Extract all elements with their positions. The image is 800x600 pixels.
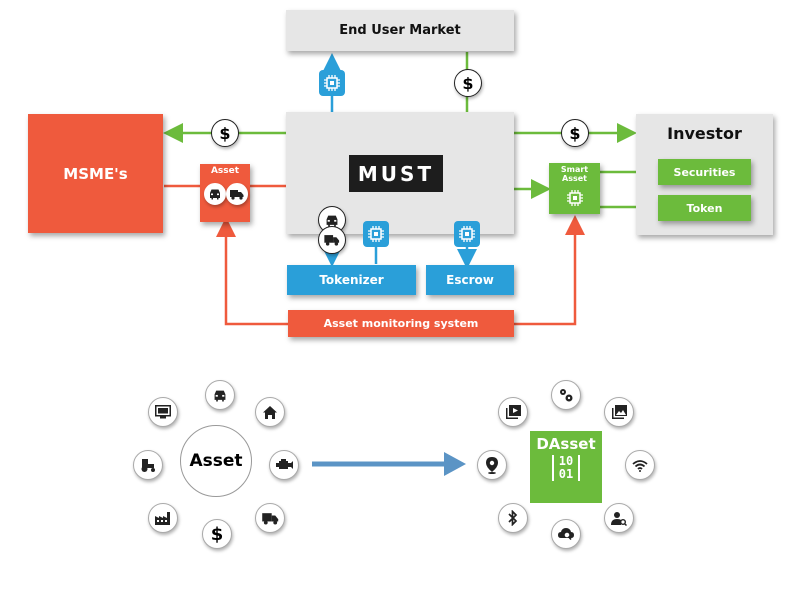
dollar-icon: $ <box>561 119 589 147</box>
must-logo: MUST <box>349 155 443 192</box>
asset-box-label: Asset <box>210 166 240 176</box>
cloud-search-icon <box>551 519 581 549</box>
escrow-label: Escrow <box>446 273 494 287</box>
location-icon <box>477 450 507 480</box>
binary-icon: 10 01 <box>551 454 581 481</box>
home-icon <box>255 397 285 427</box>
binary-line-1: 10 <box>558 454 574 468</box>
asset-ring-dollar-label: $ <box>210 523 224 545</box>
smart-asset-box: Smart Asset <box>549 163 600 214</box>
dollar-investor-label: $ <box>569 123 581 143</box>
smart-asset-label: Smart Asset <box>560 165 589 183</box>
asset-center-label: Asset <box>189 451 243 471</box>
market-chip-icon <box>319 70 345 96</box>
msmes-box: MSME's <box>28 114 163 233</box>
asset-to-dasset-arrowhead <box>444 452 466 476</box>
wifi-icon <box>625 450 655 480</box>
factory-icon <box>148 503 178 533</box>
tractor-icon <box>133 450 163 480</box>
msmes-label: MSME's <box>63 164 128 183</box>
monitor-icon <box>148 397 178 427</box>
truck-icon <box>226 183 248 205</box>
binary-line-2: 01 <box>558 467 574 481</box>
token-label: Token <box>686 201 723 215</box>
dollar-msme-label: $ <box>219 123 231 143</box>
smart-asset-chip-icon <box>563 186 587 210</box>
video-icon <box>498 397 528 427</box>
end-user-market-label: End User Market <box>339 23 461 38</box>
dollar-market-label: $ <box>462 73 474 93</box>
image-icon <box>604 397 634 427</box>
securities-box: Securities <box>658 159 751 185</box>
truck-icon <box>255 503 285 533</box>
tokenizer-label: Tokenizer <box>319 273 384 287</box>
dollar-icon: $ <box>202 519 232 549</box>
engine-icon <box>269 450 299 480</box>
dollar-icon: $ <box>454 69 482 97</box>
asset-monitoring-label: Asset monitoring system <box>323 317 479 330</box>
dasset-box: DAsset 10 01 <box>530 431 602 503</box>
car-icon <box>204 183 226 205</box>
bluetooth-icon <box>498 503 528 533</box>
dasset-label: DAsset <box>536 435 596 453</box>
investor-label: Investor <box>667 124 742 143</box>
token-box: Token <box>658 195 751 221</box>
truck-icon <box>318 226 346 254</box>
gears-icon <box>551 380 581 410</box>
user-search-icon <box>604 503 634 533</box>
dollar-icon: $ <box>211 119 239 147</box>
asset-monitoring-box: Asset monitoring system <box>288 310 514 337</box>
escrow-chip-icon <box>454 221 480 247</box>
asset-center-circle: Asset <box>180 425 252 497</box>
monitoring-to-smart-asset-arrow <box>514 215 585 326</box>
monitoring-to-asset-arrow <box>216 217 288 326</box>
must-logo-text: MUST <box>357 161 435 186</box>
car-icon <box>205 380 235 410</box>
end-user-market-box: End User Market <box>286 10 514 51</box>
securities-label: Securities <box>673 165 736 179</box>
escrow-box: Escrow <box>426 265 514 295</box>
tokenizer-chip-icon <box>363 221 389 247</box>
tokenizer-box: Tokenizer <box>287 265 416 295</box>
